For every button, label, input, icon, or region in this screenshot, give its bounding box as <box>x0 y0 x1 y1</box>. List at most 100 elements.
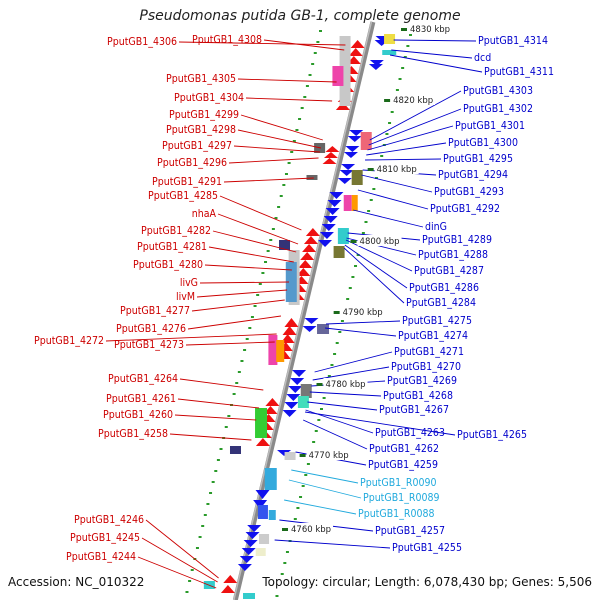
track-dot <box>237 371 241 373</box>
gene-box <box>351 170 363 185</box>
leader-line <box>169 433 252 441</box>
right-gene-label: PputGB1_4275 <box>402 315 472 327</box>
track-dot <box>311 63 315 65</box>
left-gene-label: PputGB1_4258 <box>98 428 168 440</box>
kbp-tick <box>367 168 374 171</box>
reverse-gene-arrow <box>277 450 292 456</box>
gene-box <box>255 548 266 556</box>
track-dot <box>367 210 371 212</box>
left-gene-label: PputGB1_4277 <box>120 305 190 317</box>
right-gene-label: PputGB1_4301 <box>455 120 525 132</box>
forward-gene-arrow <box>298 260 313 268</box>
right-gene-label: PputGB1_R0089 <box>363 492 440 504</box>
left-gene-label: PputGB1_4308 <box>192 34 262 46</box>
kbp-tick <box>333 311 340 314</box>
track-dot <box>304 474 308 476</box>
track-dot <box>253 305 257 307</box>
forward-gene-arrow <box>300 252 315 260</box>
kbp-tick-label: 4800 kbp <box>360 237 400 247</box>
right-gene-label: PputGB1_4262 <box>369 443 439 455</box>
right-gene-label: PputGB1_4295 <box>443 153 513 165</box>
leader-line <box>223 177 314 183</box>
kbp-label-bg <box>340 306 385 317</box>
track-dot <box>409 34 412 36</box>
track-dot <box>292 140 296 142</box>
kbp-label-bg <box>323 378 368 389</box>
track-dot <box>209 492 213 494</box>
leader-line <box>309 391 382 397</box>
leader-line <box>237 78 337 83</box>
forward-gene-arrow <box>348 48 363 56</box>
track-dot <box>279 195 283 197</box>
right-gene-label: PputGB1_4293 <box>434 186 504 198</box>
leader-line <box>274 539 391 549</box>
track-dot <box>319 30 322 32</box>
reverse-gene-arrow <box>339 170 354 176</box>
leader-line <box>302 419 368 450</box>
track-dot <box>354 265 358 267</box>
track-dot <box>306 463 310 465</box>
leader-line <box>312 366 390 381</box>
kbp-label-bg <box>408 23 452 34</box>
track-dot <box>361 232 365 234</box>
reverse-gene-arrow <box>290 378 305 385</box>
leader-line <box>212 230 297 253</box>
track-dot <box>195 547 199 549</box>
leader-line <box>199 281 290 284</box>
right-gene-label: dinG <box>425 221 447 233</box>
right-gene-label: PputGB1_4284 <box>406 297 476 309</box>
track-dot <box>293 518 297 520</box>
leader-line <box>326 320 401 325</box>
leader-line <box>137 556 217 589</box>
track-dot <box>312 441 316 443</box>
gene-box <box>259 534 270 544</box>
leader-line <box>174 414 257 421</box>
gene-box <box>317 324 330 334</box>
track-dot <box>287 162 291 164</box>
genome-summary-text: Topology: circular; Length: 6,078,430 bp… <box>262 575 592 589</box>
track-dot <box>266 250 270 252</box>
forward-gene-arrow <box>302 244 317 252</box>
left-gene-label: PputGB1_4281 <box>137 241 207 253</box>
track-dot <box>275 595 279 597</box>
track-dot <box>300 107 304 109</box>
left-gene-label: livM <box>176 291 195 303</box>
right-gene-label: PputGB1_4274 <box>398 330 468 342</box>
forward-gene-arrow <box>325 146 340 152</box>
track-dot <box>327 375 331 377</box>
left-gene-label: PputGB1_4304 <box>174 92 244 104</box>
kbp-tick-label: 4830 kbp <box>410 25 450 35</box>
left-gene-label: PputGB1_4299 <box>169 109 239 121</box>
gene-box <box>343 195 352 211</box>
kbp-label-bg <box>391 94 436 105</box>
reverse-gene-arrow <box>247 525 262 532</box>
right-gene-label: PputGB1_4270 <box>391 361 461 373</box>
leader-line <box>196 289 288 298</box>
leader-line <box>305 411 456 436</box>
reverse-gene-arrow <box>245 532 260 539</box>
right-gene-label: PputGB1_4288 <box>418 249 488 261</box>
right-gene-label: PputGB1_4302 <box>463 103 533 115</box>
track-dot <box>403 56 407 58</box>
track-dot <box>351 276 355 278</box>
track-dot <box>284 173 288 175</box>
leader-line <box>361 174 433 193</box>
track-dot <box>322 397 326 399</box>
track-dot <box>285 551 289 553</box>
track-dot <box>308 74 312 76</box>
reverse-gene-arrow <box>286 394 301 401</box>
left-gene-label: PputGB1_4261 <box>106 393 176 405</box>
kbp-label-bg <box>357 235 402 246</box>
forward-gene-arrow <box>305 228 320 236</box>
leader-line <box>288 479 362 499</box>
reverse-gene-arrow <box>323 216 338 223</box>
leader-line <box>177 398 260 409</box>
leader-line <box>353 209 424 228</box>
forward-gene-arrow <box>255 438 270 446</box>
reverse-gene-arrow <box>341 164 356 170</box>
leader-line <box>291 469 359 484</box>
kbp-tick <box>316 383 323 386</box>
